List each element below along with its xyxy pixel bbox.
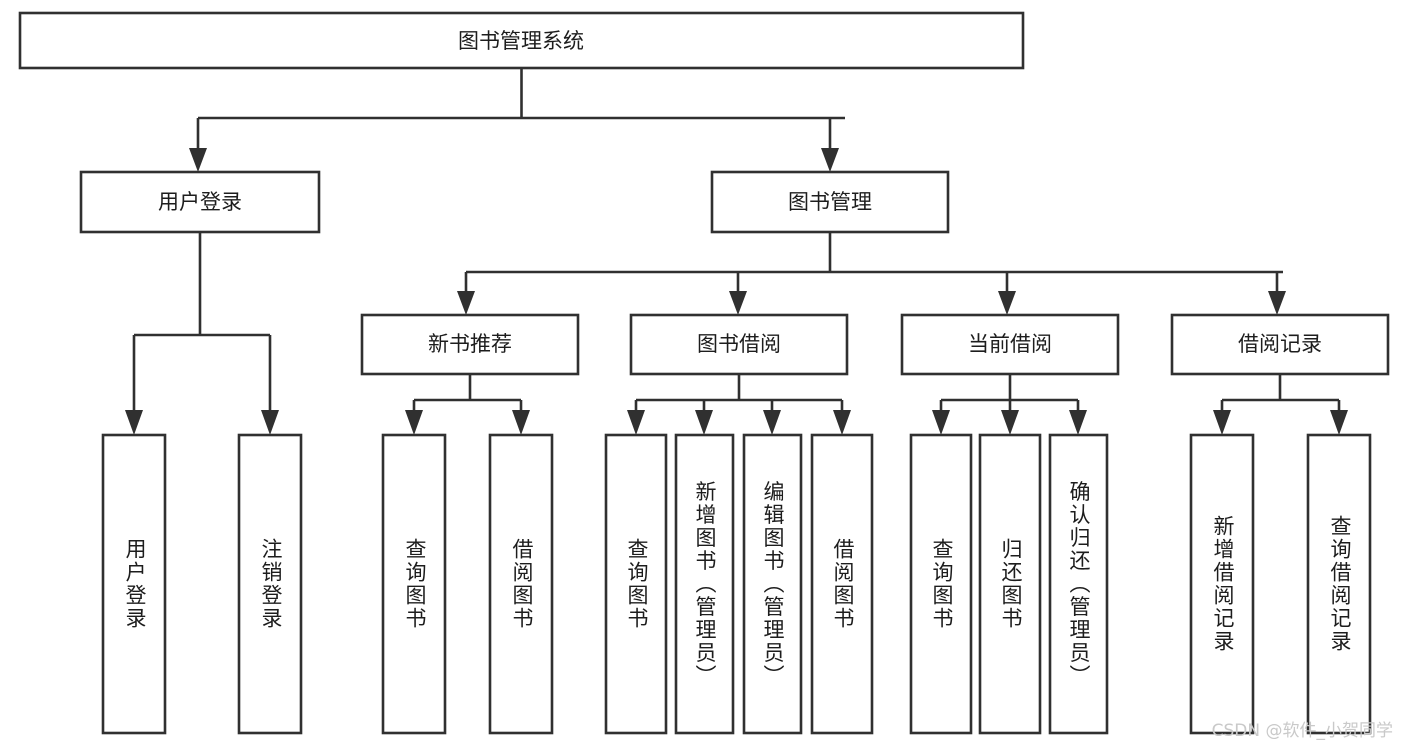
node-leaf-query-book-3-label: 查询图书 [930, 538, 954, 630]
node-current-borrow-box[interactable] [900, 313, 1120, 376]
arrow-bm-to-new-book [457, 291, 475, 315]
arrow-user-login-leaf-2 [261, 410, 279, 435]
node-book-management-box[interactable] [710, 170, 950, 234]
node-leaf-edit-book-label: 编辑图书（管理员） [761, 481, 785, 688]
node-book-management[interactable]: 图书管理 [710, 170, 950, 234]
node-user-login-box[interactable] [79, 170, 321, 234]
node-leaf-edit-book-box[interactable] [742, 433, 803, 735]
node-leaf-add-book-label: 新增图书（管理员） [693, 481, 717, 688]
node-leaf-confirm-return-label: 确认归还（管理员） [1067, 481, 1091, 688]
node-new-book-recommend[interactable]: 新书推荐 [360, 313, 580, 376]
node-root[interactable]: 图书管理系统 [18, 11, 1025, 70]
arrow-current-borrow-leaf-2 [1001, 410, 1019, 435]
node-user-login[interactable]: 用户登录 [79, 170, 321, 234]
node-current-borrow[interactable]: 当前借阅 [900, 313, 1120, 376]
node-leaf-borrow-book-1-box[interactable] [488, 433, 554, 735]
node-new-book-recommend-box[interactable] [360, 313, 580, 376]
arrow-new-book-leaf-1 [405, 410, 423, 435]
node-book-borrow[interactable]: 图书借阅 [629, 313, 849, 376]
arrow-current-borrow-leaf-1 [932, 410, 950, 435]
node-leaf-query-book-1[interactable]: 查询图书 [381, 433, 447, 735]
node-book-borrow-box[interactable] [629, 313, 849, 376]
arrow-book-borrow-leaf-1 [627, 410, 645, 435]
node-leaf-add-record-label: 新增借阅记录 [1211, 515, 1235, 653]
watermark-text: CSDN @软件_小贺同学 [1211, 721, 1393, 741]
node-user-login-label: 用户登录 [158, 190, 242, 214]
node-leaf-user-login-label: 用户登录 [123, 538, 147, 630]
node-leaf-borrow-book-1[interactable]: 借阅图书 [488, 433, 554, 735]
node-leaf-user-login[interactable]: 用户登录 [101, 433, 167, 735]
arrow-book-borrow-leaf-3 [763, 410, 781, 435]
node-book-borrow-label: 图书借阅 [697, 332, 781, 356]
node-leaf-query-book-2-label: 查询图书 [625, 538, 649, 630]
node-leaf-return-book-box[interactable] [978, 433, 1042, 735]
node-new-book-recommend-label: 新书推荐 [428, 332, 512, 356]
node-leaf-logout-login[interactable]: 注销登录 [237, 433, 303, 735]
node-leaf-user-login-box[interactable] [101, 433, 167, 735]
node-leaf-query-book-3[interactable]: 查询图书 [909, 433, 973, 735]
node-leaf-logout-login-box[interactable] [237, 433, 303, 735]
node-leaf-query-book-2[interactable]: 查询图书 [604, 433, 668, 735]
node-root-label: 图书管理系统 [458, 29, 584, 53]
arrow-borrow-record-leaf-1 [1213, 410, 1231, 435]
node-leaf-edit-book[interactable]: 编辑图书（管理员） [742, 433, 803, 735]
connector-layer [125, 68, 1348, 435]
node-leaf-query-record[interactable]: 查询借阅记录 [1306, 433, 1372, 735]
node-root-box[interactable] [18, 11, 1025, 70]
node-leaf-confirm-return-box[interactable] [1048, 433, 1109, 735]
node-leaf-return-book[interactable]: 归还图书 [978, 433, 1042, 735]
node-leaf-query-book-3-box[interactable] [909, 433, 973, 735]
node-leaf-logout-login-label: 注销登录 [259, 538, 283, 630]
node-leaf-query-book-2-box[interactable] [604, 433, 668, 735]
node-borrow-record-label: 借阅记录 [1238, 332, 1322, 356]
node-current-borrow-label: 当前借阅 [968, 332, 1052, 356]
node-leaf-query-record-label: 查询借阅记录 [1328, 515, 1352, 653]
node-leaf-borrow-book-2-label: 借阅图书 [831, 538, 855, 630]
node-leaf-return-book-label: 归还图书 [999, 538, 1023, 630]
arrow-bm-to-borrow-record [1268, 291, 1286, 315]
node-leaf-borrow-book-2-box[interactable] [810, 433, 874, 735]
arrow-book-borrow-leaf-2 [695, 410, 713, 435]
arrow-root-to-book-management [821, 148, 839, 172]
arrow-root-to-user-login [189, 148, 207, 172]
node-leaf-borrow-book-2[interactable]: 借阅图书 [810, 433, 874, 735]
node-leaf-borrow-book-1-label: 借阅图书 [510, 538, 534, 630]
arrow-borrow-record-leaf-2 [1330, 410, 1348, 435]
node-leaf-confirm-return[interactable]: 确认归还（管理员） [1048, 433, 1109, 735]
arrow-user-login-leaf-1 [125, 410, 143, 435]
node-leaf-query-record-box[interactable] [1306, 433, 1372, 735]
node-borrow-record[interactable]: 借阅记录 [1170, 313, 1390, 376]
arrow-bm-to-current-borrow [998, 291, 1016, 315]
arrow-new-book-leaf-2 [512, 410, 530, 435]
node-leaf-add-book-box[interactable] [674, 433, 735, 735]
node-borrow-record-box[interactable] [1170, 313, 1390, 376]
node-leaf-query-book-1-label: 查询图书 [403, 538, 427, 630]
arrow-bm-to-book-borrow [729, 291, 747, 315]
node-leaf-query-book-1-box[interactable] [381, 433, 447, 735]
arrow-book-borrow-leaf-4 [833, 410, 851, 435]
node-leaf-add-record-box[interactable] [1189, 433, 1255, 735]
node-leaf-add-book[interactable]: 新增图书（管理员） [674, 433, 735, 735]
node-book-management-label: 图书管理 [788, 190, 872, 214]
node-leaf-add-record[interactable]: 新增借阅记录 [1189, 433, 1255, 735]
arrow-current-borrow-leaf-3 [1069, 410, 1087, 435]
